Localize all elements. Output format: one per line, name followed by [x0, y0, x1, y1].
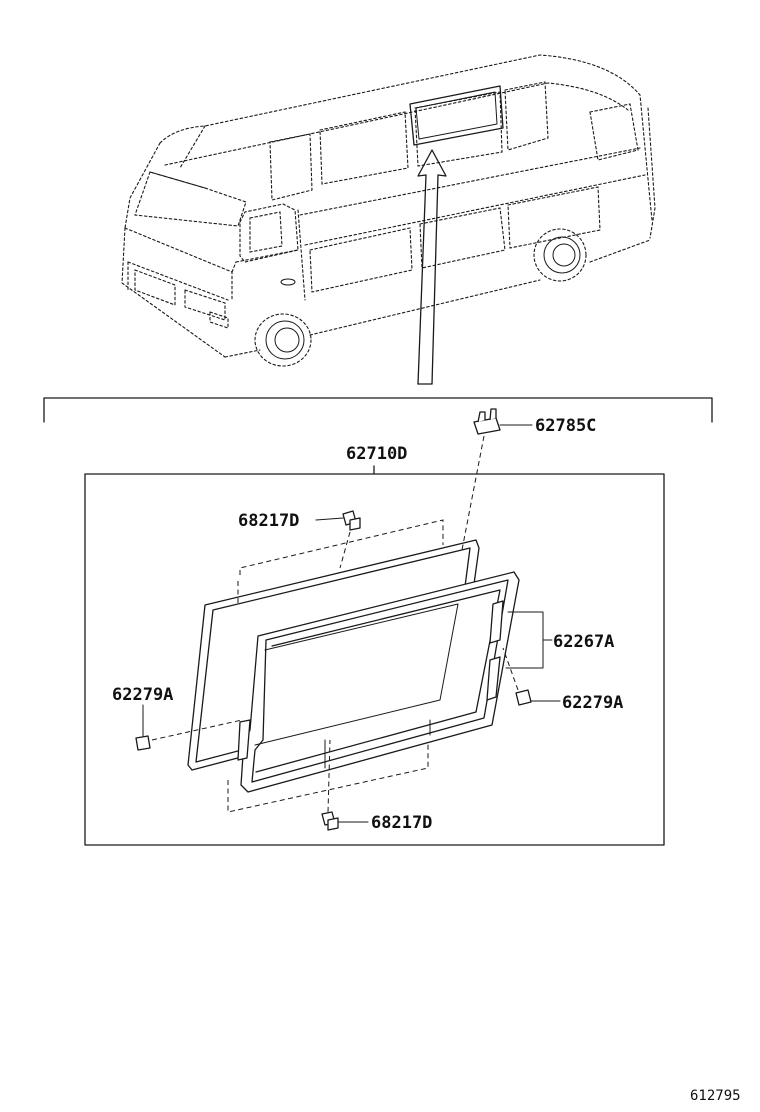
clip-upper-label: 68217D [238, 511, 299, 531]
van-illustration [121, 54, 656, 367]
stop-right-label: 62279A [562, 693, 623, 713]
assembly-bracket [43, 397, 713, 423]
clip-lower-part [321, 811, 339, 831]
top-clip-label: 62785C [535, 416, 596, 436]
assembly-label: 62710D [346, 444, 407, 464]
stop-left-part [135, 735, 151, 751]
channel-label: 62267A [553, 632, 614, 652]
location-arrow [417, 149, 447, 385]
stop-right-part [515, 689, 532, 706]
clip-upper-part [342, 510, 361, 531]
glass-run-channel [237, 571, 520, 793]
figure-ref-label: 612795 [690, 1088, 741, 1104]
top-clip-part [473, 408, 501, 435]
clip-lower-label: 68217D [371, 813, 432, 833]
stop-left-label: 62279A [112, 685, 173, 705]
